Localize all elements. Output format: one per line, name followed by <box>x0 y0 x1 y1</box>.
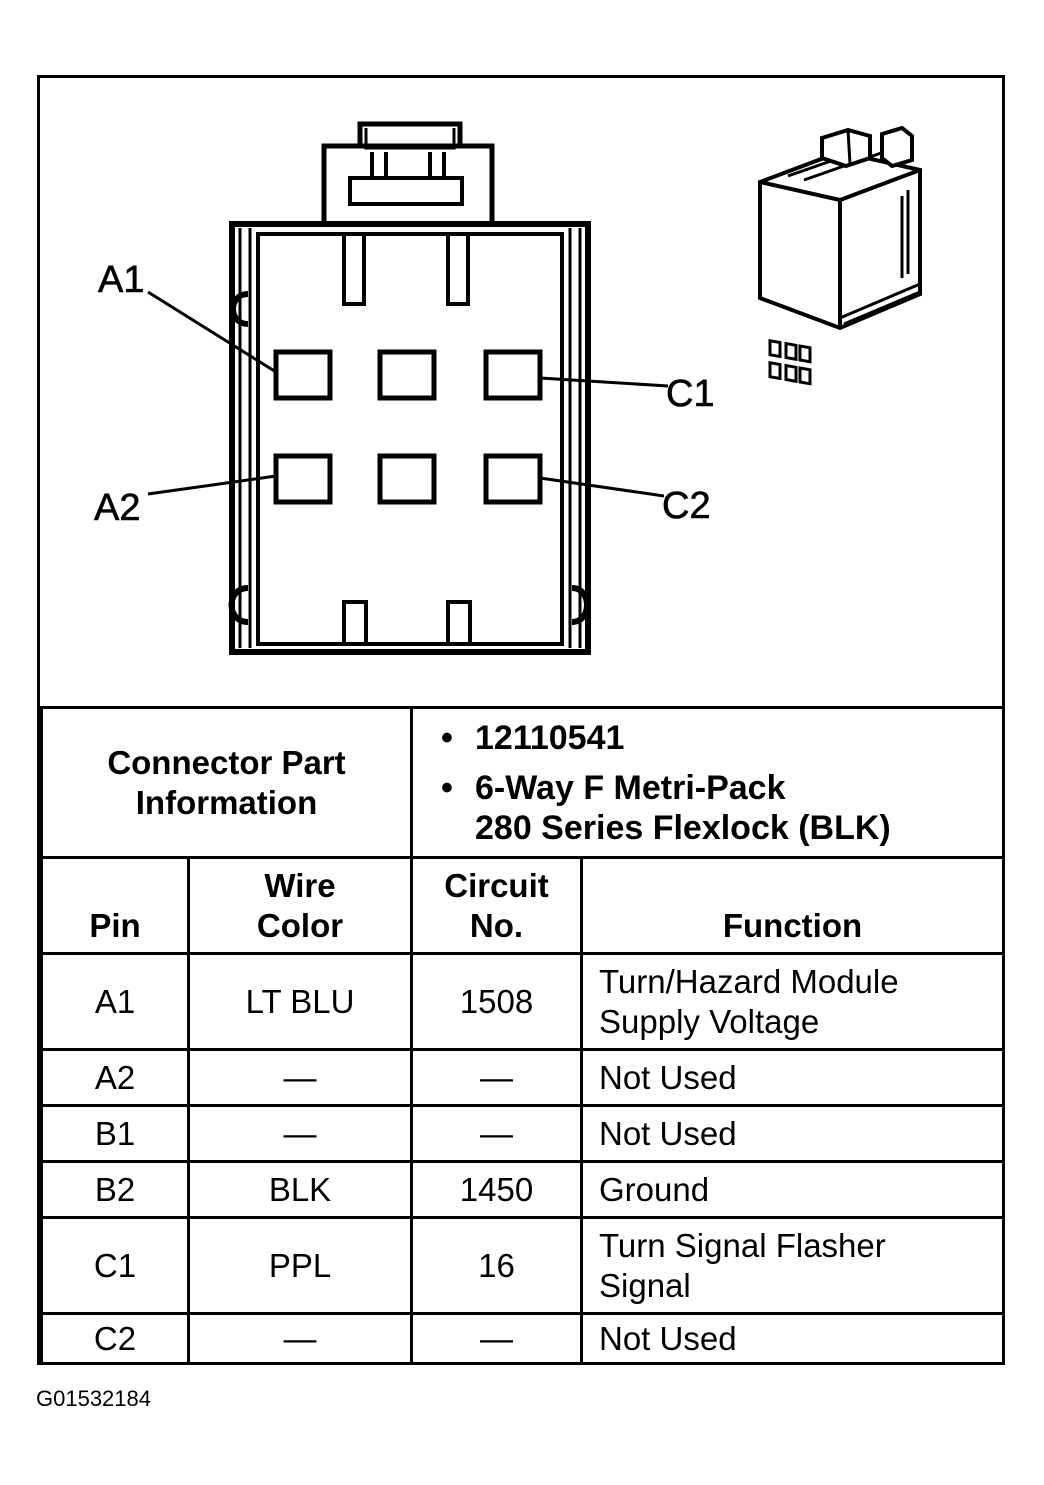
cavity-a1 <box>273 349 333 401</box>
connector-pinout-table: Connector Part Information 12110541 6-Wa… <box>40 706 1005 1365</box>
connector-isometric-view <box>758 125 922 386</box>
table-row: B2 BLK 1450 Ground <box>40 1160 1005 1219</box>
header-pin: Pin <box>40 856 190 955</box>
table-header-row: Pin Wire Color Circuit No. Function <box>40 856 1005 955</box>
circuit-cell: — <box>410 1104 583 1163</box>
cavity-c1 <box>483 349 543 401</box>
callout-c1: C1 <box>666 373 715 415</box>
function-cell: Turn/Hazard Module Supply Voltage <box>580 952 1005 1051</box>
callout-a2: A2 <box>94 487 140 529</box>
wire-color-cell: — <box>187 1048 413 1107</box>
part-number: 12110541 <box>441 718 1002 758</box>
figure-code: G01532184 <box>36 1386 151 1411</box>
function-cell: Not Used <box>580 1104 1005 1163</box>
header-function: Function <box>580 856 1005 955</box>
connector-part-info-label: Connector Part Information <box>40 706 413 859</box>
connector-face-diagram: A1 A2 C1 C2 <box>40 78 1002 706</box>
circuit-cell: 1450 <box>410 1160 583 1219</box>
function-cell: Turn Signal Flasher Signal <box>580 1216 1005 1315</box>
pin-cell: C1 <box>40 1216 190 1315</box>
wire-color-cell: — <box>187 1104 413 1163</box>
connector-drawing: A1 A2 C1 C2 <box>94 121 922 655</box>
pin-cell: C2 <box>40 1312 190 1365</box>
circuit-cell: — <box>410 1312 583 1365</box>
cavity-b2 <box>377 453 437 505</box>
wire-color-cell: PPL <box>187 1216 413 1315</box>
table-row: C1 PPL 16 Turn Signal Flasher Signal <box>40 1216 1005 1315</box>
table-row: B1 — — Not Used <box>40 1104 1005 1163</box>
wire-color-cell: — <box>187 1312 413 1365</box>
pin-cell: A1 <box>40 952 190 1051</box>
header-circuit-no: Circuit No. <box>410 856 583 955</box>
table-row: A2 — — Not Used <box>40 1048 1005 1107</box>
table-row: C2 — — Not Used <box>40 1312 1005 1365</box>
callout-leaders <box>147 290 669 498</box>
cavity-c2 <box>483 453 543 505</box>
pin-cell: B2 <box>40 1160 190 1219</box>
callout-c2: C2 <box>662 485 711 527</box>
circuit-cell: 16 <box>410 1216 583 1315</box>
info-label-line2: Information <box>135 783 318 821</box>
pin-cell: B1 <box>40 1104 190 1163</box>
wire-color-cell: LT BLU <box>187 952 413 1051</box>
info-label-line1: Connector Part <box>107 743 346 781</box>
pin-cavities <box>273 349 543 505</box>
header-wire-color: Wire Color <box>187 856 413 955</box>
cavity-b1 <box>377 349 437 401</box>
connector-part-info-row: Connector Part Information 12110541 6-Wa… <box>40 706 1005 859</box>
connector-housing <box>228 221 591 655</box>
connector-part-info-value: 12110541 6-Way F Metri-Pack 280 Series F… <box>410 706 1005 859</box>
pin-cell: A2 <box>40 1048 190 1107</box>
table-row: A1 LT BLU 1508 Turn/Hazard Module Supply… <box>40 952 1005 1051</box>
function-cell: Not Used <box>580 1312 1005 1365</box>
part-description-line2: 280 Series Flexlock (BLK) <box>475 808 891 847</box>
connector-latch <box>321 121 495 227</box>
part-description-line1: 6-Way F Metri-Pack <box>441 768 1002 808</box>
function-cell: Ground <box>580 1160 1005 1219</box>
wire-color-cell: BLK <box>187 1160 413 1219</box>
circuit-cell: — <box>410 1048 583 1107</box>
cavity-a2 <box>273 453 333 505</box>
callout-a1: A1 <box>98 259 144 301</box>
connector-figure: A1 A2 C1 C2 <box>37 75 1005 1365</box>
circuit-cell: 1508 <box>410 952 583 1051</box>
function-cell: Not Used <box>580 1048 1005 1107</box>
